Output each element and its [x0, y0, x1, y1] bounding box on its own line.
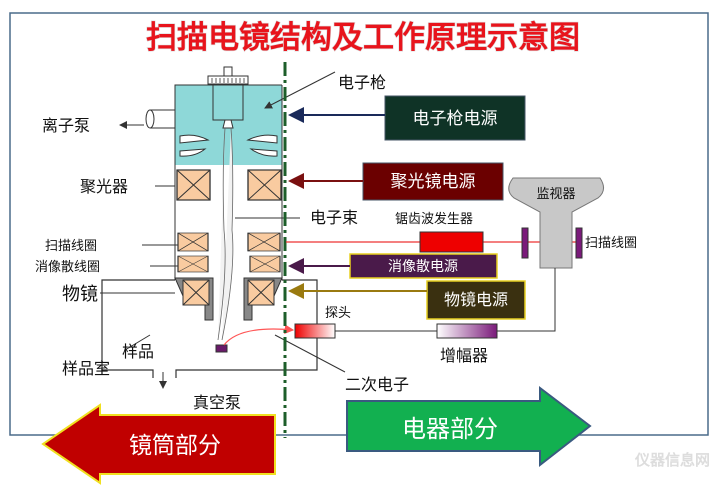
watermark: 仪器信息网	[634, 451, 710, 469]
svg-text:镜筒部分: 镜筒部分	[129, 433, 221, 459]
svg-text:聚光镜电源: 聚光镜电源	[391, 172, 476, 192]
electron-beam	[217, 127, 234, 341]
svg-text:电子枪电源: 电子枪电源	[413, 109, 498, 129]
objective-power-box: 物镜电源	[426, 280, 526, 320]
sample-label: 样品	[122, 342, 154, 361]
sawtooth-generator	[419, 231, 484, 253]
stigmator-coil-right	[249, 255, 281, 273]
vacuum-pump-label: 真空泵	[193, 393, 241, 412]
monitor: 监视器	[508, 177, 604, 269]
condenser-coil-left	[176, 169, 211, 201]
gun-power-box: 电子枪电源	[384, 95, 526, 141]
electron-gun-chamber	[174, 66, 282, 165]
scan-coil-left-label: 扫描线圈	[45, 239, 97, 254]
objective-label: 物镜	[62, 284, 98, 305]
svg-text:物镜电源: 物镜电源	[444, 290, 508, 309]
column-wall	[174, 85, 283, 280]
scan-coil-bar-right	[575, 227, 583, 259]
amplifier-label: 增幅器	[440, 346, 488, 365]
electron-beam-label: 电子束	[310, 208, 358, 227]
column-part-arrow: 镜筒部分	[41, 403, 276, 485]
stigmator-power-box: 消像散电源	[349, 253, 498, 279]
scan-coil-bar-left	[521, 227, 529, 259]
stigmator-coil-left	[177, 255, 209, 273]
sample	[215, 344, 228, 353]
stigmator-coil-label: 消像散线圈	[35, 260, 100, 275]
svg-text:电器部分: 电器部分	[402, 415, 498, 443]
svg-text:消像散电源: 消像散电源	[388, 259, 458, 275]
diagram-title: 扫描电镜结构及工作原理示意图	[146, 20, 580, 56]
ion-pump-label: 离子泵	[42, 116, 90, 135]
condenser-coil-right	[247, 169, 282, 201]
condenser-label: 聚光器	[80, 177, 128, 196]
sample-chamber	[101, 279, 318, 378]
probe-label: 探头	[325, 306, 351, 321]
objective-lens	[174, 277, 283, 321]
sawtooth-label: 锯齿波发生器	[395, 211, 473, 227]
scan-coil-right-label: 扫描线圈	[585, 236, 637, 251]
sample-chamber-label: 样品室	[62, 359, 110, 378]
secondary-electron-path	[223, 324, 295, 346]
amplifier	[436, 323, 498, 339]
secondary-electron-label: 二次电子	[345, 375, 409, 394]
scan-coil-right	[247, 232, 281, 252]
probe	[294, 323, 336, 339]
scan-coil-left	[177, 232, 209, 252]
condenser-power-box: 聚光镜电源	[362, 162, 504, 201]
ion-pump-pipe	[119, 109, 175, 129]
leader-lines	[100, 185, 346, 373]
svg-text:监视器: 监视器	[536, 187, 575, 202]
electron-gun-label: 电子枪	[338, 73, 386, 92]
electrical-part-arrow: 电器部分	[346, 385, 592, 468]
